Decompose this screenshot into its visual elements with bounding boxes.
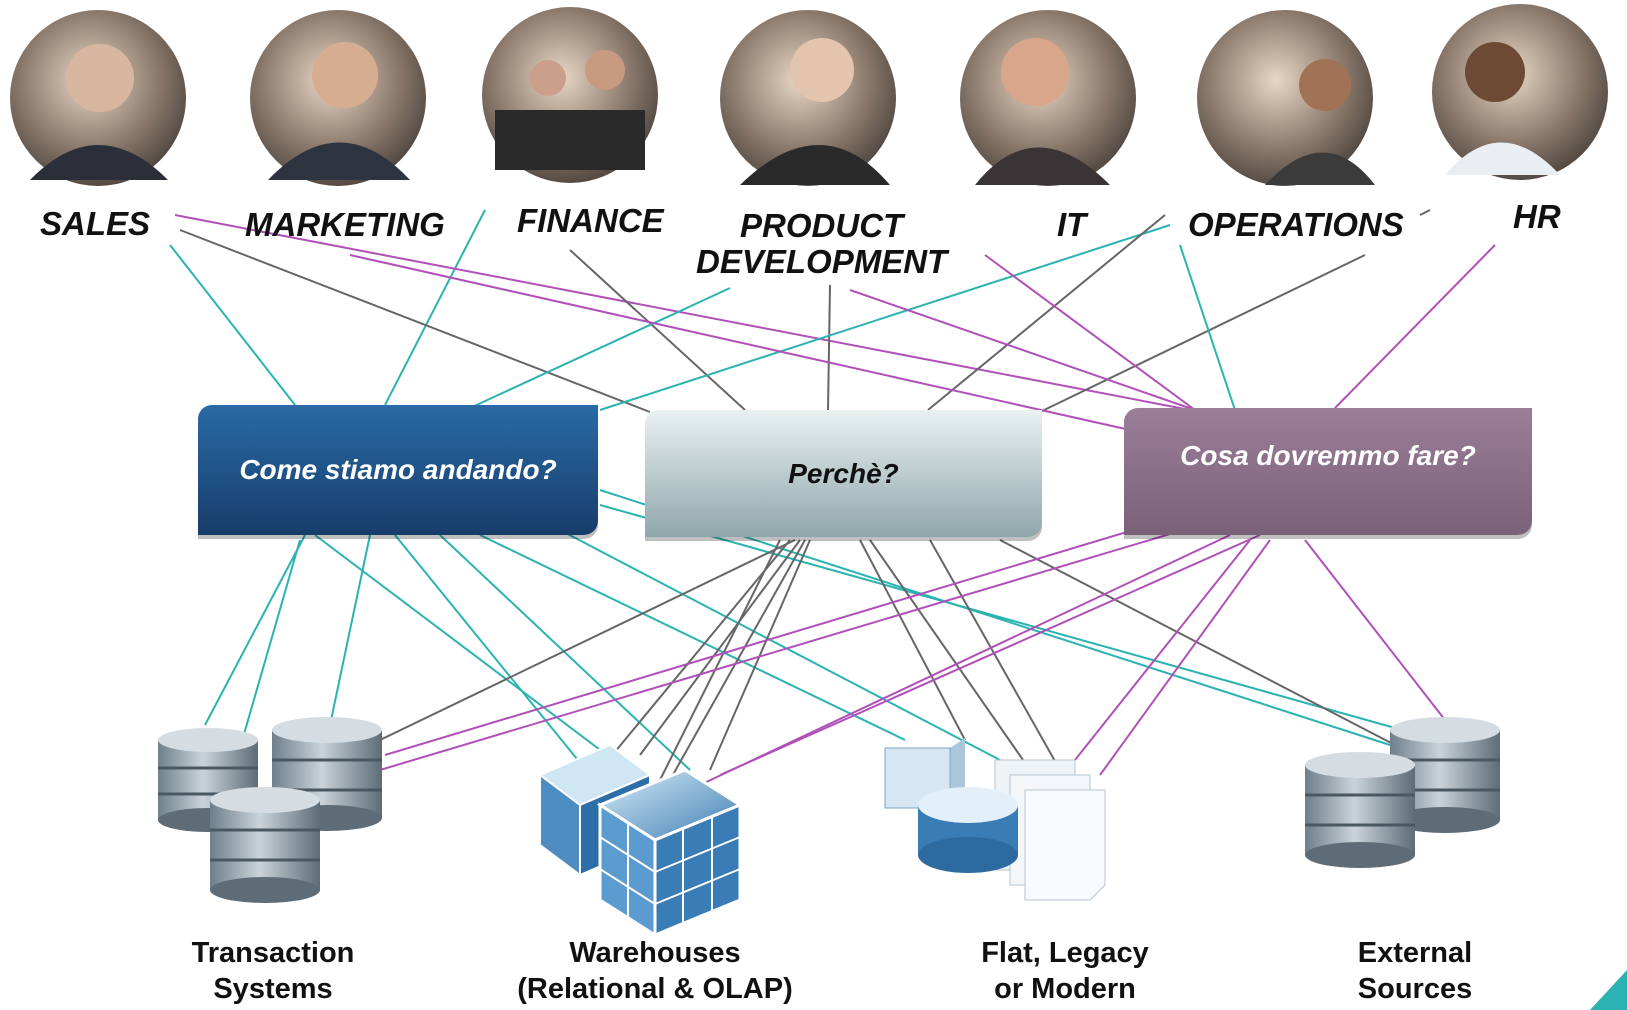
connector-line bbox=[169, 244, 296, 406]
connector-line bbox=[204, 534, 306, 726]
database-icon bbox=[1305, 717, 1500, 868]
dept-label-marketing: MARKETING bbox=[245, 206, 445, 243]
connector-line bbox=[927, 214, 1166, 411]
source-flat-line2: or Modern bbox=[994, 973, 1136, 1005]
question-label-how: Come stiamo andando? bbox=[239, 454, 557, 485]
connector-line bbox=[384, 209, 486, 406]
document-icon bbox=[884, 738, 1106, 901]
connector-line bbox=[1099, 539, 1271, 776]
question-label-why: Perchè? bbox=[788, 457, 899, 489]
connector-line bbox=[439, 534, 691, 771]
dept-label-product-line1: PRODUCT bbox=[740, 207, 904, 244]
photo-finance bbox=[482, 7, 658, 183]
connector-line bbox=[669, 539, 806, 781]
source-external-line2: Sources bbox=[1357, 973, 1473, 1005]
connector-line bbox=[719, 534, 1261, 776]
connector-line bbox=[179, 229, 651, 413]
connector-line bbox=[1074, 539, 1251, 761]
source-flat-line1: Flat, Legacy bbox=[981, 937, 1149, 969]
photo-it bbox=[960, 10, 1136, 186]
connector-line bbox=[479, 534, 906, 741]
dept-label-finance: FINANCE bbox=[517, 202, 664, 239]
question-box-why: Perchè? bbox=[645, 410, 1042, 537]
source-label-flat-legacy: Flat, Legacy or Modern bbox=[955, 935, 1175, 1007]
connector-line bbox=[174, 214, 1191, 411]
connector-line bbox=[384, 524, 1151, 756]
source-label-transaction: Transaction Systems bbox=[168, 935, 378, 1007]
corner-mark bbox=[1590, 970, 1627, 1010]
connector-line bbox=[599, 539, 791, 771]
connector-line bbox=[869, 539, 1031, 771]
photo-hr bbox=[1432, 4, 1608, 180]
connector-line bbox=[599, 504, 1421, 736]
dept-label-sales: SALES bbox=[40, 205, 151, 242]
source-label-warehouses: Warehouses (Relational & OLAP) bbox=[495, 935, 815, 1007]
connector-lines bbox=[169, 209, 1496, 801]
source-label-external: External Sources bbox=[1325, 935, 1505, 1007]
connector-line bbox=[1334, 244, 1496, 409]
database-icon bbox=[158, 717, 382, 903]
olap-cube-icon bbox=[538, 743, 744, 938]
photo-sales bbox=[10, 10, 186, 186]
connector-line bbox=[984, 254, 1196, 411]
source-external-line1: External bbox=[1357, 937, 1473, 969]
connector-line bbox=[349, 254, 1131, 431]
connector-line bbox=[827, 284, 831, 411]
source-warehouses-line1: Warehouses bbox=[569, 937, 741, 969]
connector-line bbox=[379, 539, 796, 741]
question-box-how-are-we-doing: Come stiamo andando? bbox=[198, 405, 598, 535]
connector-line bbox=[654, 539, 781, 791]
source-warehouses-line2: (Relational & OLAP) bbox=[517, 973, 793, 1005]
connector-line bbox=[1419, 209, 1431, 216]
connector-line bbox=[469, 287, 731, 409]
photo-marketing bbox=[250, 10, 426, 186]
dept-label-operations: OPERATIONS bbox=[1188, 206, 1404, 243]
connector-line bbox=[639, 539, 801, 756]
source-transaction-line2: Systems bbox=[213, 973, 333, 1005]
connector-line bbox=[394, 534, 591, 776]
connector-line bbox=[379, 524, 1201, 771]
connector-line bbox=[329, 534, 371, 726]
photo-operations bbox=[1197, 10, 1375, 186]
connector-line bbox=[1179, 244, 1236, 411]
question-label-what: Cosa dovremmo fare? bbox=[1180, 440, 1476, 471]
connector-line bbox=[859, 539, 966, 741]
connector-line bbox=[699, 534, 1231, 786]
connector-line bbox=[709, 539, 811, 771]
connector-line bbox=[1039, 254, 1366, 413]
connector-line bbox=[1304, 539, 1446, 721]
connector-line bbox=[569, 249, 746, 411]
source-transaction-line1: Transaction bbox=[191, 937, 355, 969]
connector-line bbox=[314, 534, 641, 781]
dept-label-it: IT bbox=[1057, 206, 1087, 243]
dept-label-hr: HR bbox=[1513, 198, 1561, 235]
connector-line bbox=[849, 289, 1196, 411]
connector-line bbox=[599, 224, 1171, 411]
photo-product-development bbox=[720, 10, 896, 186]
question-box-what-should-we-do: Cosa dovremmo fare? bbox=[1124, 408, 1532, 535]
connector-line bbox=[559, 529, 1001, 761]
connector-line bbox=[929, 539, 1061, 771]
connector-line bbox=[999, 539, 1396, 746]
dept-label-product-line2: DEVELOPMENT bbox=[696, 243, 948, 280]
dept-label-product-development: PRODUCT DEVELOPMENT bbox=[696, 208, 947, 280]
